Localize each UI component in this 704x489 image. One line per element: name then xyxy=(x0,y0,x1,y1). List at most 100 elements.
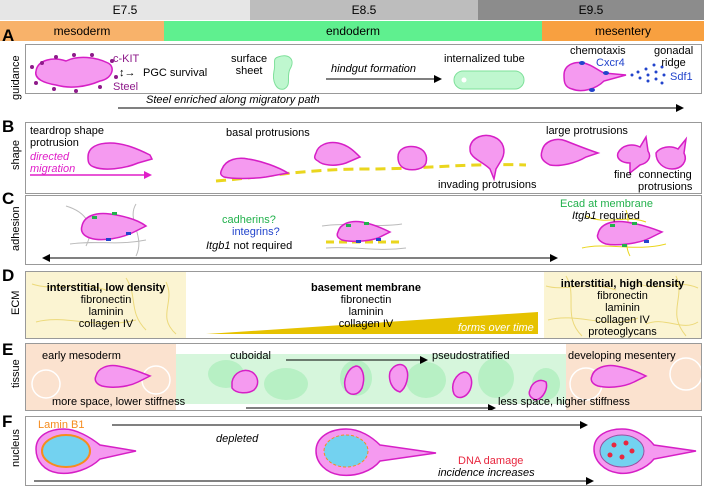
itgb1-not-required-label: Itgb1 not required xyxy=(206,240,292,252)
dna-damage-foci xyxy=(607,440,635,460)
adhesion-cell-2 xyxy=(336,220,392,243)
hindgut-formation-label: hindgut formation xyxy=(331,63,416,75)
basal-protrusion-cell-1 xyxy=(219,157,291,180)
itgb1-markers xyxy=(644,240,649,243)
depleted-label: depleted xyxy=(216,433,259,445)
gonadal-ridge-label: gonadal ridge xyxy=(654,45,694,69)
surface-sheet xyxy=(273,55,293,90)
panel-f-letter: F xyxy=(2,412,13,431)
tissue-cell-pseudo-4 xyxy=(528,379,548,401)
tissue-cell-pseudo-2 xyxy=(388,363,409,393)
ecad-label: Ecad at membrane xyxy=(560,198,653,210)
pseudostratified-label: pseudostratified xyxy=(432,350,510,362)
panel-a-drawing xyxy=(30,53,666,93)
cxcr4-markers xyxy=(579,61,609,92)
ecm-right-title: interstitial, high density xyxy=(560,278,685,290)
basal-protrusions-label: basal protrusions xyxy=(226,127,310,139)
nucleus-3 xyxy=(599,434,645,468)
cadherins-label: cadherins? xyxy=(222,214,276,226)
itgb1-gene-1: Itgb1 xyxy=(206,240,231,252)
large-protrusion-cell-1 xyxy=(540,138,601,167)
panel-b-side-label: shape xyxy=(10,140,22,170)
tissue-mesoderm: mesoderm xyxy=(0,21,164,41)
ecm-right-bg xyxy=(544,272,701,338)
ecm-left-bg xyxy=(26,272,186,338)
panel-d-drawing xyxy=(26,272,701,338)
panel-c-drawing xyxy=(42,203,667,262)
basal-protrusion-cell-3 xyxy=(397,145,428,171)
invading-protrusions-label: invading protrusions xyxy=(438,179,537,191)
panel-b-letter: B xyxy=(2,117,15,136)
panel-d: interstitial, low density fibronectin la… xyxy=(25,271,702,339)
cuboidal-label: cuboidal xyxy=(230,350,271,362)
timeline-e75-label: E7.5 xyxy=(112,3,138,17)
teardrop-label: teardrop shape protrusion xyxy=(30,125,104,149)
ecm-fibers-high xyxy=(545,275,699,337)
lamin-b1-label: Lamin B1 xyxy=(38,419,85,431)
steel-path-label: Steel enriched along migratory path xyxy=(146,94,320,106)
integrins-label: integrins? xyxy=(232,226,280,238)
ecm-right-items: fibronectin laminin collagen IV proteogl… xyxy=(588,290,657,338)
tissue-cell-early xyxy=(94,364,152,388)
panel-c-side-label: adhesion xyxy=(10,206,22,252)
panel-c: cadherins? integrins? Itgb1 not required… xyxy=(25,195,702,265)
timeline-e95: E9.5 xyxy=(478,0,704,20)
basal-protrusion-cell-2 xyxy=(313,141,362,166)
itgb1-gene-2: Itgb1 xyxy=(572,210,597,222)
tissue-mesentery-label: mesentery xyxy=(594,24,652,38)
tissue-cell-cuboidal xyxy=(231,369,259,394)
tissue-cell-pseudo-1 xyxy=(344,365,365,395)
ecm-fibers-low xyxy=(31,277,177,335)
panel-a-letter: A xyxy=(2,26,15,45)
developing-mesentery-label: developing mesentery xyxy=(568,350,676,362)
sdf1-gradient xyxy=(630,63,666,85)
timeline-e75: E7.5 xyxy=(0,0,250,20)
incidence-label: incidence increases xyxy=(438,467,535,479)
panel-e: early mesoderm cuboidal pseudostratified… xyxy=(25,343,702,411)
panel-f-side-label: nucleus xyxy=(10,429,22,467)
more-space-label: more space, lower stiffness xyxy=(52,396,186,408)
teardrop-cell xyxy=(87,142,154,170)
pgc-cell-ckit xyxy=(35,56,113,88)
itgb1-required-text: required xyxy=(596,210,640,222)
large-protrusion-cell-3 xyxy=(655,136,688,170)
forms-over-time-label: forms over time xyxy=(458,322,534,334)
large-protrusion-cell-2 xyxy=(616,134,651,175)
cadherin-markers-2 xyxy=(346,222,369,227)
chemotaxis-label: chemotaxis xyxy=(570,45,626,57)
surface-sheet-label: surface sheet xyxy=(231,53,268,77)
ckit-dots xyxy=(30,53,118,93)
dna-damage-label: DNA damage xyxy=(458,455,524,467)
tissue-endoderm-label: endoderm xyxy=(325,24,381,38)
internalized-tube-label: internalized tube xyxy=(444,53,525,65)
adhesion-cell-3 xyxy=(596,220,664,246)
tissue-cell-pseudo-3 xyxy=(452,371,473,399)
panel-a: c-KIT ↕→ PGC survival Steel surface shee… xyxy=(25,44,702,94)
panel-e-letter: E xyxy=(2,340,14,359)
panel-e-side-label: tissue xyxy=(10,359,22,389)
pgc-survival-label: PGC survival xyxy=(143,67,208,79)
timeline-e85: E8.5 xyxy=(250,0,478,20)
panel-e-drawing xyxy=(26,344,701,410)
less-space-label: less space, higher stiffness xyxy=(498,396,630,408)
early-mesoderm-label: early mesoderm xyxy=(42,350,121,362)
internalized-tube xyxy=(453,70,525,90)
ecad-markers xyxy=(610,222,637,247)
basement-membrane-line xyxy=(215,163,527,183)
integrin-markers-1 xyxy=(106,232,131,241)
tissue-mesoderm-label: mesoderm xyxy=(53,24,111,38)
adhesion-cell-1 xyxy=(80,212,148,241)
panel-d-letter: D xyxy=(2,266,15,285)
ecm-left-title: interstitial, low density xyxy=(46,282,166,294)
nucleus-2 xyxy=(323,434,369,468)
ecm-mid-title: basement membrane xyxy=(310,282,422,294)
timeline-e95-label: E9.5 xyxy=(578,3,604,17)
tissue-endoderm: endoderm xyxy=(164,21,542,41)
panel-a-side-label: guidance xyxy=(10,55,22,100)
nucleus-1 xyxy=(41,434,91,468)
tissue-mesentery: mesentery xyxy=(542,21,704,41)
panel-f: Lamin B1 depleted DNA damage incidence i… xyxy=(25,416,702,486)
directed-migration-label: directed migration xyxy=(30,151,76,175)
pgc-survival-arrow: ↕→ xyxy=(119,67,136,79)
cadherin-markers-1 xyxy=(92,212,117,219)
